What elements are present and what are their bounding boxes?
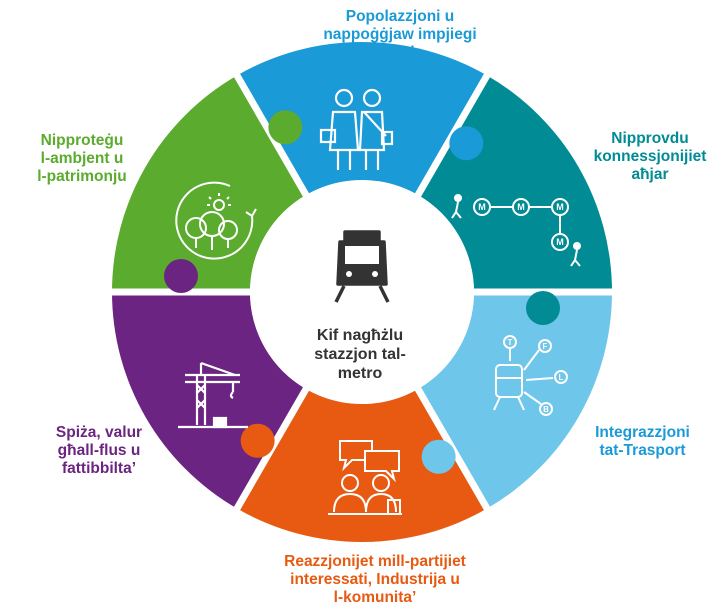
puzzle-tab xyxy=(449,126,484,161)
label-space: Spiża, valur għall-flus u fattibbilta’ xyxy=(55,424,143,477)
label-connections: Nipprovdu konnessjonijiet aħjar xyxy=(593,130,707,183)
segment-transport xyxy=(418,292,612,509)
transport-integration-icon xyxy=(493,335,568,416)
puzzle-tab xyxy=(421,439,456,474)
center-title: Kif nagħżlu stazzjon tal- metro xyxy=(314,327,406,382)
label-environment: Nipproteġu l-ambjent u l-patrimonju xyxy=(37,132,127,185)
svg-text:L: L xyxy=(559,373,564,382)
svg-text:M: M xyxy=(478,202,486,212)
metro-line-icon xyxy=(451,194,581,267)
puzzle-tab xyxy=(268,110,303,145)
metro-train-icon xyxy=(334,230,390,303)
svg-text:T: T xyxy=(508,338,513,347)
crane-icon xyxy=(178,361,248,429)
puzzle-tab xyxy=(526,291,560,325)
svg-text:F: F xyxy=(543,342,548,351)
puzzle-tab xyxy=(164,259,198,293)
puzzle-tab xyxy=(240,423,275,458)
segment-stakeholders xyxy=(237,388,487,542)
label-transport: Integrazzjoni tat-Trasport xyxy=(595,424,690,459)
metro-station-letters: M M M M xyxy=(478,202,564,247)
label-stakeholders: Reazzjonijet mill-partijiet interessati,… xyxy=(284,553,466,606)
svg-text:M: M xyxy=(517,202,525,212)
center-circle xyxy=(250,180,474,404)
svg-text:M: M xyxy=(556,237,564,247)
transport-mode-letters: T F L B xyxy=(508,338,564,414)
label-population: Popolazzjoni u nappoġġjaw impjiegi ġodda xyxy=(323,8,477,61)
environment-trees-icon xyxy=(175,181,257,260)
svg-text:B: B xyxy=(543,405,549,414)
commuters-icon xyxy=(319,88,394,170)
ring xyxy=(110,41,614,542)
svg-text:M: M xyxy=(556,202,564,212)
stakeholders-icon xyxy=(328,440,402,515)
